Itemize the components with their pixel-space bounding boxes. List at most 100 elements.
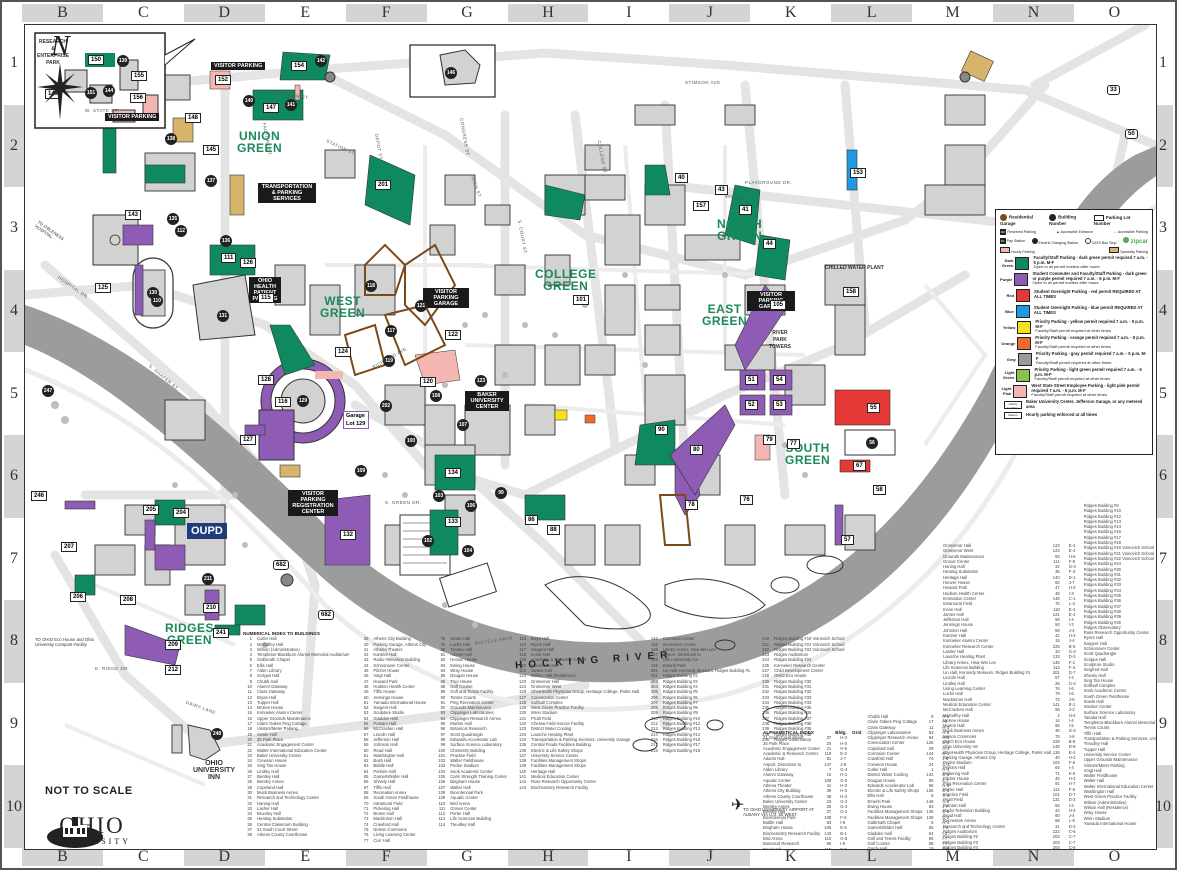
bldg-number[interactable]: 116 xyxy=(275,397,291,407)
bldg-circle[interactable]: 140 xyxy=(243,95,255,107)
bldg-number[interactable]: 205 xyxy=(143,505,160,515)
bldg-circle[interactable]: 118 xyxy=(365,280,377,292)
bldg-number[interactable]: 126 xyxy=(240,258,257,268)
bldg-circle[interactable]: 103 xyxy=(433,490,445,502)
bldg-number[interactable]: 143 xyxy=(125,210,142,220)
bldg-number[interactable]: 153 xyxy=(850,168,867,178)
bldg-circle[interactable]: 248 xyxy=(211,728,223,740)
bldg-circle[interactable]: 106 xyxy=(465,500,477,512)
bldg-number[interactable]: 156 xyxy=(130,93,147,103)
bldg-circle[interactable]: 146 xyxy=(445,67,457,79)
bldg-number[interactable]: 206 xyxy=(70,592,87,602)
bldg-number[interactable]: 148 xyxy=(185,113,202,123)
bldg-number[interactable]: 53 xyxy=(773,400,786,410)
bldg-number[interactable]: 201 xyxy=(375,180,392,190)
bldg-circle[interactable]: 112 xyxy=(175,225,187,237)
bldg-circle[interactable]: 144 xyxy=(103,85,115,97)
bldg-number[interactable]: 241 xyxy=(213,628,230,638)
hourly-parking-swatch xyxy=(1000,247,1010,253)
bldg-number[interactable]: 76 xyxy=(740,495,753,505)
bldg-circle[interactable]: 136 xyxy=(220,235,232,247)
bldg-number[interactable]: 208 xyxy=(120,595,137,605)
bldg-number[interactable]: 105 xyxy=(770,300,787,310)
bldg-number[interactable]: 120 xyxy=(420,377,437,387)
bldg-circle[interactable]: 131 xyxy=(217,310,229,322)
bldg-number[interactable]: 67 xyxy=(853,461,866,471)
bldg-number[interactable]: 145 xyxy=(203,145,220,155)
bldg-circle[interactable]: 99 xyxy=(495,487,507,499)
alpha-building-name: OHIO Eco House xyxy=(943,738,976,744)
bldg-number[interactable]: 43 xyxy=(715,185,728,195)
bldg-number[interactable]: 132 xyxy=(340,530,357,540)
bldg-number[interactable]: 51 xyxy=(745,375,758,385)
bldg-number[interactable]: 210 xyxy=(203,603,220,613)
bldg-circle[interactable]: 139 xyxy=(117,55,129,67)
alpha-building-name: Wray House xyxy=(1083,810,1107,816)
bldg-number[interactable]: 54 xyxy=(773,375,786,385)
bldg-number[interactable]: 155 xyxy=(131,71,148,81)
bldg-circle[interactable]: 247 xyxy=(42,385,54,397)
bldg-number[interactable]: 212 xyxy=(165,665,182,675)
bldg-number[interactable]: 86 xyxy=(525,515,538,525)
map-canvas[interactable]: UNION GREEN WEST GREEN COLLEGE GREEN NOR… xyxy=(24,24,1157,850)
bldg-number[interactable]: 122 xyxy=(445,330,462,340)
bldg-number[interactable]: 150 xyxy=(88,55,105,65)
col-label: J xyxy=(669,4,751,22)
bldg-number[interactable]: 58 xyxy=(873,485,886,495)
bldg-number[interactable]: 152 xyxy=(215,75,232,85)
bldg-number[interactable]: 55 xyxy=(867,403,880,413)
bldg-circle[interactable]: 151 xyxy=(85,87,97,99)
bldg-number[interactable]: 154 xyxy=(291,61,308,71)
bldg-number[interactable]: 101 xyxy=(573,295,590,305)
bldg-circle[interactable]: 137 xyxy=(205,175,217,187)
bldg-circle[interactable]: 100 xyxy=(405,435,417,447)
bldg-number[interactable]: 79 xyxy=(763,435,776,445)
bldg-number[interactable]: 133 xyxy=(445,517,462,527)
bldg-circle[interactable]: 56 xyxy=(866,437,878,449)
bldg-number[interactable]: 44 xyxy=(763,239,776,249)
bldg-number[interactable]: 40 xyxy=(675,173,688,183)
bldg-number[interactable]: 158 xyxy=(843,287,860,297)
bldg-circle[interactable]: 121 xyxy=(415,300,427,312)
index-number: 119 xyxy=(519,657,527,663)
bldg-number[interactable]: 128 xyxy=(258,375,275,385)
bldg-number[interactable]: 78 xyxy=(685,500,698,510)
bldg-circle[interactable]: 142 xyxy=(315,55,327,67)
bldg-number[interactable]: 157 xyxy=(693,201,710,211)
bldg-number[interactable]: 77 xyxy=(787,439,800,449)
bldg-circle[interactable]: 202 xyxy=(380,400,392,412)
bldg-circle[interactable]: 102 xyxy=(422,535,434,547)
bldg-number[interactable]: 124 xyxy=(335,347,352,357)
bldg-number[interactable]: 41 xyxy=(739,205,752,215)
bldg-circle[interactable]: 141 xyxy=(285,99,297,111)
bldg-number[interactable]: 115 xyxy=(258,293,274,303)
bldg-number[interactable]: 209 xyxy=(165,640,182,650)
route-682-shield-2: 682 xyxy=(318,610,335,620)
bldg-circle[interactable]: 135 xyxy=(167,213,179,225)
bldg-number[interactable]: 57 xyxy=(841,535,854,545)
bldg-number[interactable]: 134 xyxy=(445,468,462,478)
bldg-number[interactable]: 111 xyxy=(221,253,237,263)
bldg-circle[interactable]: 117 xyxy=(385,325,397,337)
bldg-circle[interactable]: 108 xyxy=(430,390,442,402)
bldg-number[interactable]: 88 xyxy=(547,525,560,535)
bldg-circle[interactable]: 110 xyxy=(151,295,163,307)
bldg-number[interactable]: 204 xyxy=(173,508,190,518)
bldg-circle[interactable]: 107 xyxy=(457,419,469,431)
bldg-number[interactable]: 80 xyxy=(690,445,703,455)
bldg-circle[interactable]: 104 xyxy=(462,545,474,557)
bldg-circle[interactable]: 119 xyxy=(383,355,395,367)
bldg-circle[interactable]: 109 xyxy=(355,465,367,477)
bldg-circle[interactable]: 129 xyxy=(297,395,309,407)
bldg-number[interactable]: 147 xyxy=(263,103,280,113)
bldg-circle[interactable]: 123 xyxy=(475,375,487,387)
bldg-number[interactable]: 90 xyxy=(655,425,668,435)
bldg-circle[interactable]: 211 xyxy=(202,573,214,585)
bldg-number[interactable]: 52 xyxy=(745,400,758,410)
bldg-number[interactable]: 125 xyxy=(95,283,112,293)
bldg-circle[interactable]: 138 xyxy=(165,133,177,145)
bldg-number[interactable]: 246 xyxy=(31,491,48,501)
bldg-number[interactable]: 207 xyxy=(61,542,78,552)
bldg-number[interactable]: 127 xyxy=(240,435,257,445)
